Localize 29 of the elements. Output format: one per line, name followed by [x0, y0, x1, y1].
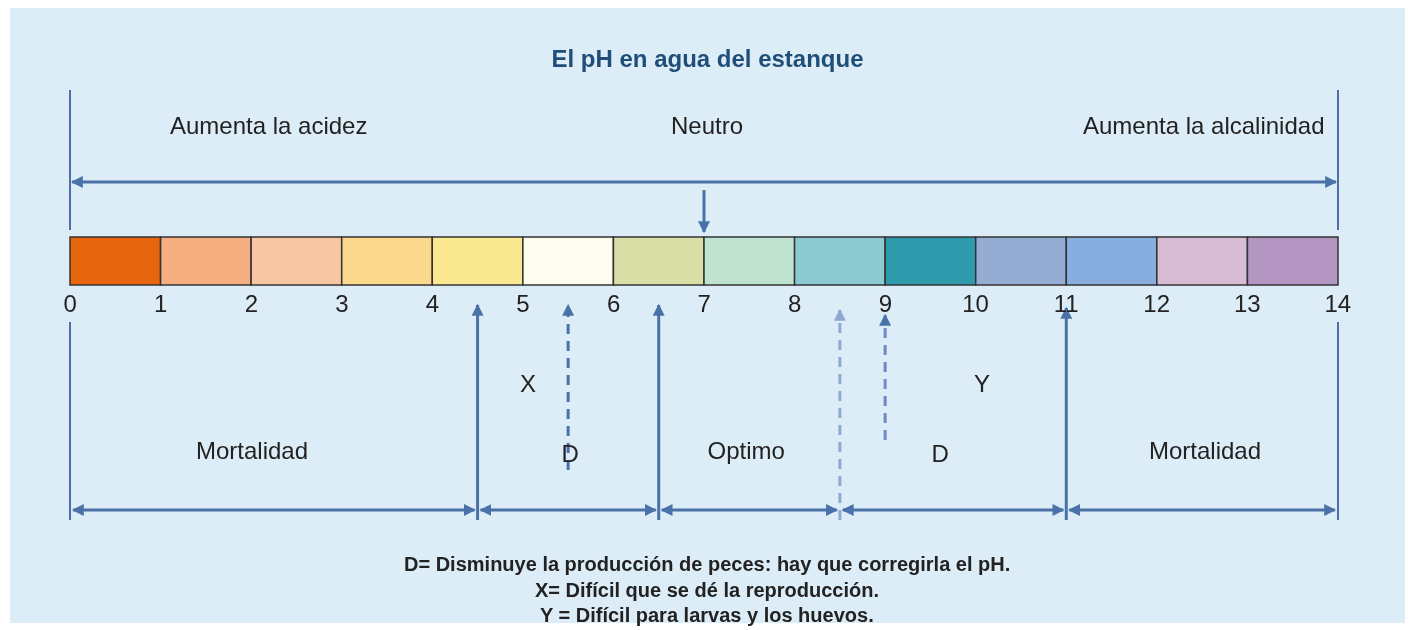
scale-number: 13 [1233, 290, 1261, 318]
scale-number: 2 [244, 290, 258, 318]
scale-number: 14 [1324, 290, 1352, 318]
scale-number: 11 [1053, 290, 1079, 318]
range-label: D [931, 440, 949, 468]
scale-heading: Aumenta la alcalinidad [1083, 112, 1325, 140]
range-label: Optimo [707, 437, 785, 465]
zone-letter: Y [974, 370, 990, 398]
note: X= Difícil que se dé la reproducción. [535, 578, 879, 602]
zone-letter: X [520, 370, 536, 398]
scale-number: 6 [606, 290, 621, 318]
scale-number: 3 [335, 290, 349, 318]
scale-heading: Neutro [671, 112, 744, 140]
scale-number: 0 [63, 290, 77, 318]
range-label: Mortalidad [196, 437, 309, 465]
scale-number: 5 [516, 290, 530, 318]
range-label: D [561, 440, 579, 468]
range-label: Mortalidad [1149, 437, 1262, 465]
note: D= Disminuye la producción de peces: hay que corregirla el pH. [404, 552, 1011, 576]
scale-number: 9 [878, 290, 892, 318]
scale-number: 12 [1143, 290, 1171, 318]
title: El pH en agua del estanque [550, 45, 865, 73]
scale-number: 4 [425, 290, 440, 318]
scale-number: 7 [697, 290, 711, 318]
scale-number: 1 [154, 290, 168, 318]
note: Y = Difícil para larvas y los huevos. [540, 603, 874, 627]
scale-heading: Aumenta la acidez [170, 112, 368, 140]
scale-number: 10 [962, 290, 989, 318]
scale-number: 8 [788, 290, 802, 318]
